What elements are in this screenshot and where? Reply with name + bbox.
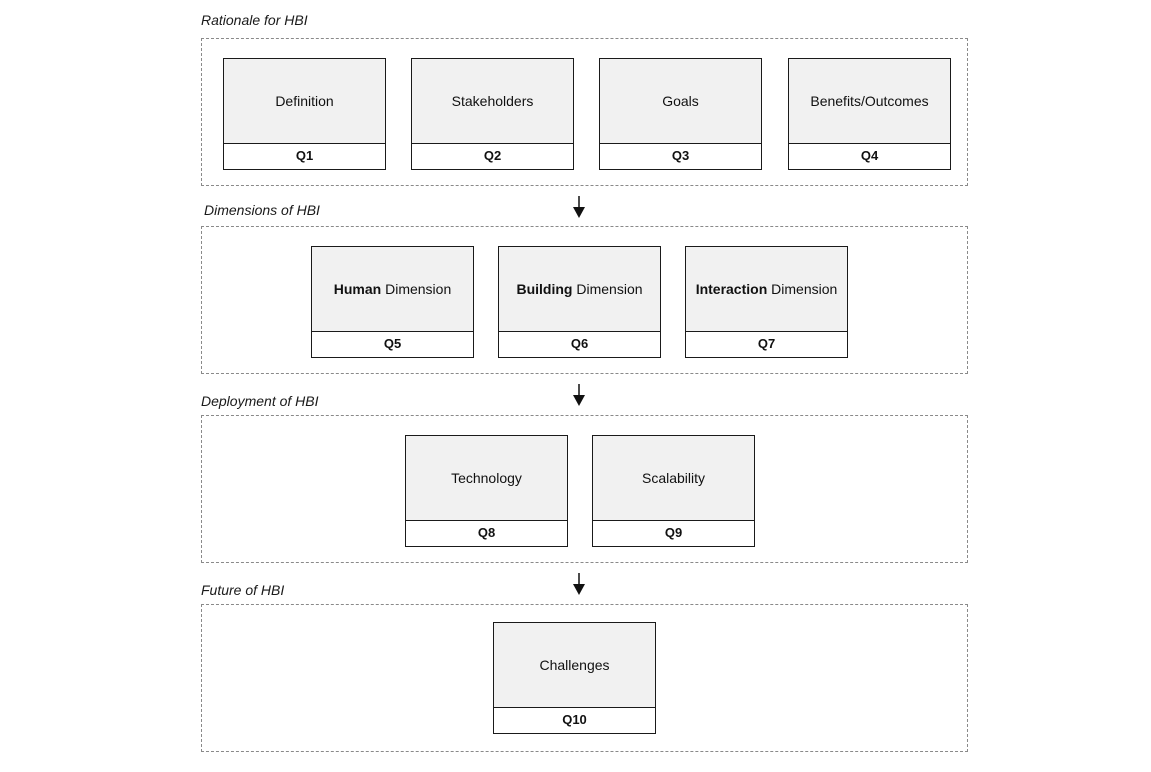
card-title: Definition [224, 59, 385, 144]
section-label-rationale: Rationale for HBI [201, 12, 308, 28]
card-title-bold: Human [333, 281, 382, 297]
card-benefits-outcomes: Benefits/Outcomes Q4 [788, 58, 951, 170]
card-title: Challenges [494, 623, 655, 708]
card-title-rest: Dimension [576, 281, 643, 297]
card-definition: Definition Q1 [223, 58, 386, 170]
card-title-rest: Dimension [771, 281, 838, 297]
question-label: Q3 [671, 148, 690, 163]
section-deployment: Technology Q8 Scalability Q9 [201, 415, 968, 563]
section-label-dimensions: Dimensions of HBI [204, 202, 320, 218]
card-title: Interaction Dimension [686, 247, 847, 332]
card-interaction-dimension: Interaction Dimension Q7 [685, 246, 848, 358]
card-title: Scalability [593, 436, 754, 521]
question-label: Q2 [483, 148, 502, 163]
card-building-dimension: Building Dimension Q6 [498, 246, 661, 358]
card-title: Building Dimension [499, 247, 660, 332]
question-label: Q6 [570, 336, 589, 351]
card-title: Benefits/Outcomes [789, 59, 950, 144]
section-label-future: Future of HBI [201, 582, 285, 598]
question-label: Q4 [860, 148, 879, 163]
question-label: Q1 [295, 148, 314, 163]
question-label: Q5 [383, 336, 402, 351]
card-title: Technology [406, 436, 567, 521]
card-title: Goals [600, 59, 761, 144]
card-title-bold: Interaction [695, 281, 768, 297]
card-human-dimension: Human Dimension Q5 [311, 246, 474, 358]
card-title-bold: Building [516, 281, 573, 297]
card-challenges: Challenges Q10 [493, 622, 656, 734]
down-arrow-icon [573, 384, 585, 406]
down-arrow-icon [573, 196, 585, 218]
section-label-deployment: Deployment of HBI [201, 393, 319, 409]
card-title: Human Dimension [312, 247, 473, 332]
question-label: Q8 [477, 525, 496, 540]
section-rationale: Definition Q1 Stakeholders Q2 Goals Q3 B… [201, 38, 968, 186]
card-scalability: Scalability Q9 [592, 435, 755, 547]
section-dimensions: Human Dimension Q5 Building Dimension Q6… [201, 226, 968, 374]
card-goals: Goals Q3 [599, 58, 762, 170]
card-title-rest: Dimension [385, 281, 452, 297]
question-label: Q9 [664, 525, 683, 540]
card-stakeholders: Stakeholders Q2 [411, 58, 574, 170]
section-future: Challenges Q10 [201, 604, 968, 752]
question-label: Q10 [562, 712, 587, 727]
down-arrow-icon [573, 573, 585, 595]
card-technology: Technology Q8 [405, 435, 568, 547]
question-label: Q7 [757, 336, 776, 351]
card-title: Stakeholders [412, 59, 573, 144]
